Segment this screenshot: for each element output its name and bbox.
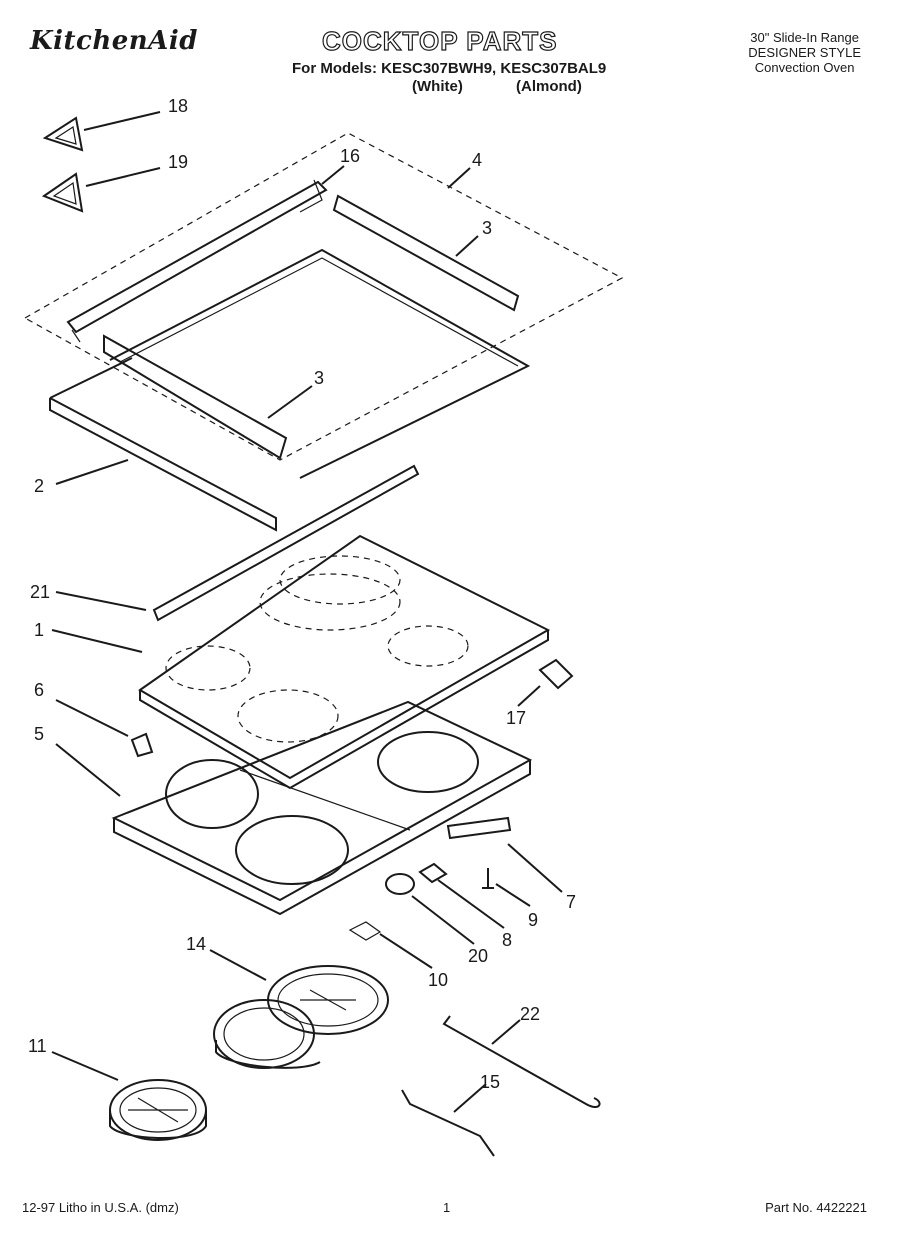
- callout-15: 15: [480, 1072, 500, 1092]
- part-6-shape: [130, 732, 154, 758]
- callout-17: 17: [506, 708, 526, 728]
- callout-21: 21: [30, 582, 50, 602]
- callout-16: 16: [340, 146, 360, 166]
- callout-7: 7: [566, 892, 576, 912]
- part-21-shape: [152, 464, 420, 622]
- callout-5: 5: [34, 724, 44, 744]
- assembly-outline: [23, 132, 624, 461]
- page-title: COCKTOP PARTS: [321, 25, 558, 56]
- callout-18: 18: [168, 96, 188, 116]
- leader-lines: [51, 111, 563, 1113]
- color-white: (White): [412, 78, 463, 95]
- callout-19: 19: [168, 152, 188, 172]
- callout-labels: 18 19 16 4 3 3 2 21 1 6 17 5 7 9 8 20 10…: [28, 96, 576, 1092]
- brand-logo: KitchenAid: [30, 26, 198, 56]
- color-almond: (Almond): [516, 78, 582, 95]
- callout-9: 9: [528, 910, 538, 930]
- part-5-shape: [111, 700, 533, 916]
- part-19-shape: [41, 172, 84, 213]
- range-style: DESIGNER STYLE: [748, 45, 861, 60]
- callout-4: 4: [472, 150, 482, 170]
- part-15-shape: [401, 1089, 495, 1157]
- callout-3-lower: 3: [314, 368, 324, 388]
- callout-8: 8: [502, 930, 512, 950]
- callout-22: 22: [520, 1004, 540, 1024]
- part-14-shape: [213, 965, 389, 1069]
- callout-1: 1: [34, 620, 44, 640]
- page-number: 1: [443, 1200, 451, 1215]
- oven-type: Convection Oven: [754, 60, 855, 75]
- part-number: Part No. 4422221: [765, 1200, 867, 1215]
- part-17-shape: [538, 658, 574, 690]
- part-20-shape: [385, 873, 415, 895]
- part-16-shape: [66, 179, 328, 343]
- callout-11: 11: [28, 1036, 47, 1056]
- models-line: For Models: KESC307BWH9, KESC307BAL9: [292, 60, 607, 77]
- range-type: 30" Slide-In Range: [750, 30, 859, 45]
- part-7-shape: [446, 816, 512, 840]
- callout-20: 20: [468, 946, 488, 966]
- part-22-shape: [442, 1015, 601, 1108]
- part-8-shape: [418, 862, 448, 884]
- callout-6: 6: [34, 680, 44, 700]
- frame-shape: [109, 248, 531, 479]
- part-18-shape: [42, 116, 84, 152]
- part-3-upper-shape: [332, 194, 520, 312]
- part-9-shape: [482, 868, 494, 889]
- print-info: 12-97 Litho in U.S.A. (dmz): [22, 1200, 179, 1215]
- callout-2: 2: [34, 476, 44, 496]
- callout-10: 10: [428, 970, 448, 990]
- part-3-lower-shape: [103, 334, 288, 460]
- callout-14: 14: [186, 934, 206, 954]
- part-10-shape: [348, 921, 382, 941]
- range-info: 30" Slide-In Range DESIGNER STYLE Convec…: [748, 30, 861, 75]
- callout-3-upper: 3: [482, 218, 492, 238]
- part-2-shape: [49, 357, 277, 532]
- part-1-shape: [138, 534, 551, 790]
- part-11-shape: [109, 1079, 207, 1141]
